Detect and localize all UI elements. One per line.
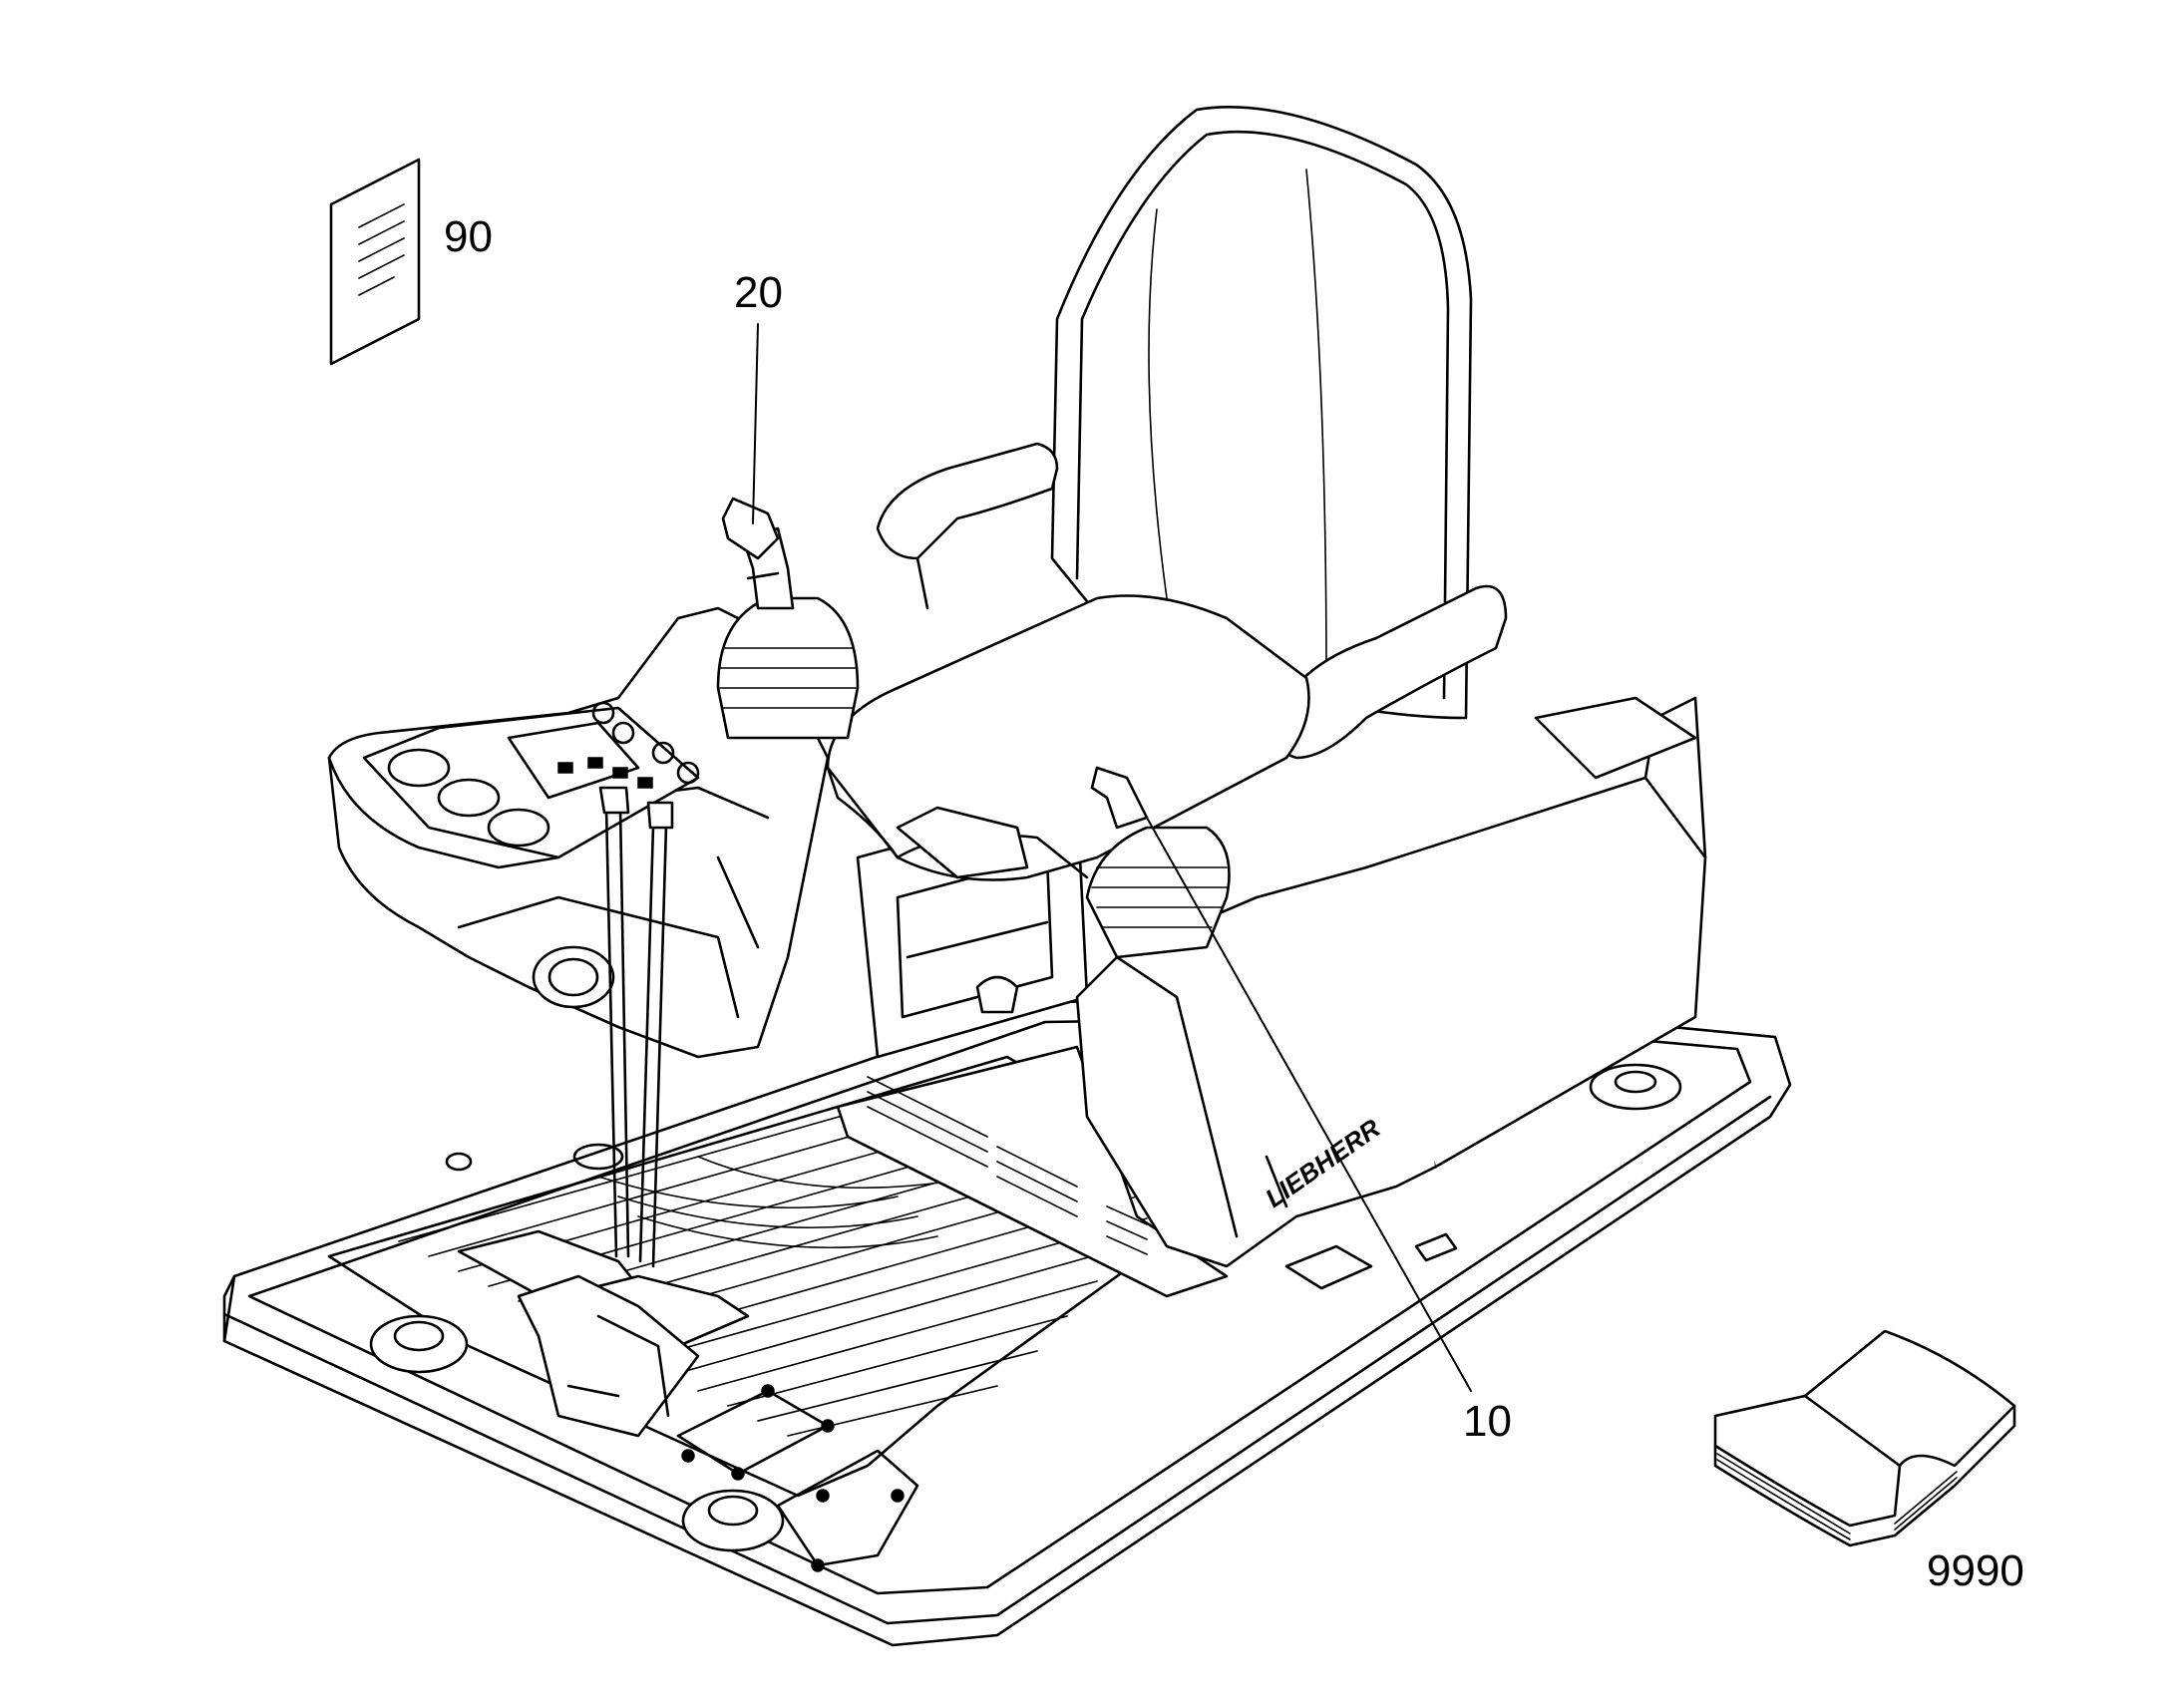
leader-10 [1146,817,1472,1392]
callout-label-10: 10 [1463,1397,1512,1446]
floor-drain-front [681,1489,785,1552]
callout-label-20: 20 [734,268,783,317]
travel-levers [598,786,674,1268]
instrument-panel [362,701,700,859]
callout-label-90: 90 [444,212,493,261]
floor-drain-left [369,1314,469,1374]
seat-backrest [1050,106,1473,720]
manual-book-icon [1713,1329,2016,1547]
callout-label-9990: 9990 [1927,1546,2024,1595]
floor-drain-right [1589,1063,1682,1111]
left-control-console [327,606,830,1059]
document-sheet-icon [329,158,421,366]
armrest-left [876,442,1059,610]
joystick-left [716,497,860,740]
armrest-right [1274,584,1508,760]
leader-20 [752,323,759,524]
callout-leaders [752,323,1472,1392]
callout-labels: 90 20 10 9990 [444,212,2024,1595]
joystick-right [1085,766,1231,959]
travel-pedals [457,1229,750,1438]
seat-cushion [826,594,1310,881]
right-control-console [1075,696,1707,1268]
